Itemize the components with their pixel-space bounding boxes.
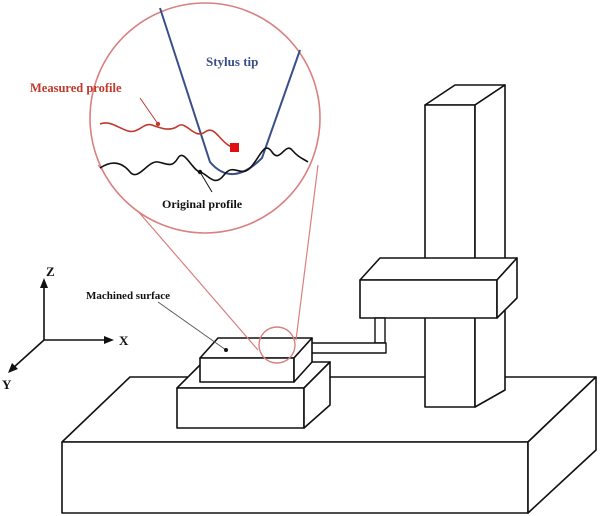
x-axis-arrow [104, 336, 114, 344]
carriage-side-face [496, 257, 518, 319]
x-axis-label: X [119, 333, 129, 348]
magnifier-line-right [295, 164, 319, 341]
stylus-contact-marker [230, 143, 239, 152]
workpiece-side-face [293, 337, 313, 383]
original-profile-leader [199, 171, 213, 193]
measured-profile-leader-dot [155, 121, 161, 127]
carriage-block [359, 257, 518, 319]
coordinate-axes [8, 278, 114, 373]
y-axis-arrow [8, 363, 18, 373]
y-axis-label: Y [2, 377, 12, 392]
measured-profile-leader [139, 97, 159, 125]
probe-hanger [374, 317, 386, 344]
vertical-column [424, 84, 506, 408]
stylus-tip-label: Stylus tip [206, 54, 258, 69]
base-front-face [61, 441, 529, 514]
stylus-tip-outline [159, 7, 301, 176]
magnifier-big-circle [89, 2, 321, 234]
holder-front-face [176, 387, 305, 429]
machined-surface-leader [157, 301, 227, 351]
column-front-face [424, 104, 476, 408]
original-profile-label: Original profile [162, 197, 243, 211]
carriage-top-face [359, 257, 518, 281]
holder-side-face [303, 361, 331, 429]
machined-surface-label: Machined surface [86, 290, 170, 302]
measured-profile-line [99, 122, 236, 149]
workpiece [199, 337, 313, 383]
original-profile-line [99, 147, 309, 182]
machined-surface-leader-dot [224, 348, 228, 352]
carriage-front-face [359, 279, 498, 319]
workpiece-front-face [199, 357, 295, 383]
measured-profile-label: Measured profile [30, 81, 122, 95]
magnifier-small-circle [258, 326, 296, 364]
original-profile-leader-dot [197, 169, 203, 175]
z-axis-label: Z [46, 264, 55, 279]
column-side-face [474, 84, 506, 408]
base-side-face [527, 376, 597, 514]
z-axis-arrow [40, 278, 48, 288]
y-axis-line [12, 339, 45, 369]
